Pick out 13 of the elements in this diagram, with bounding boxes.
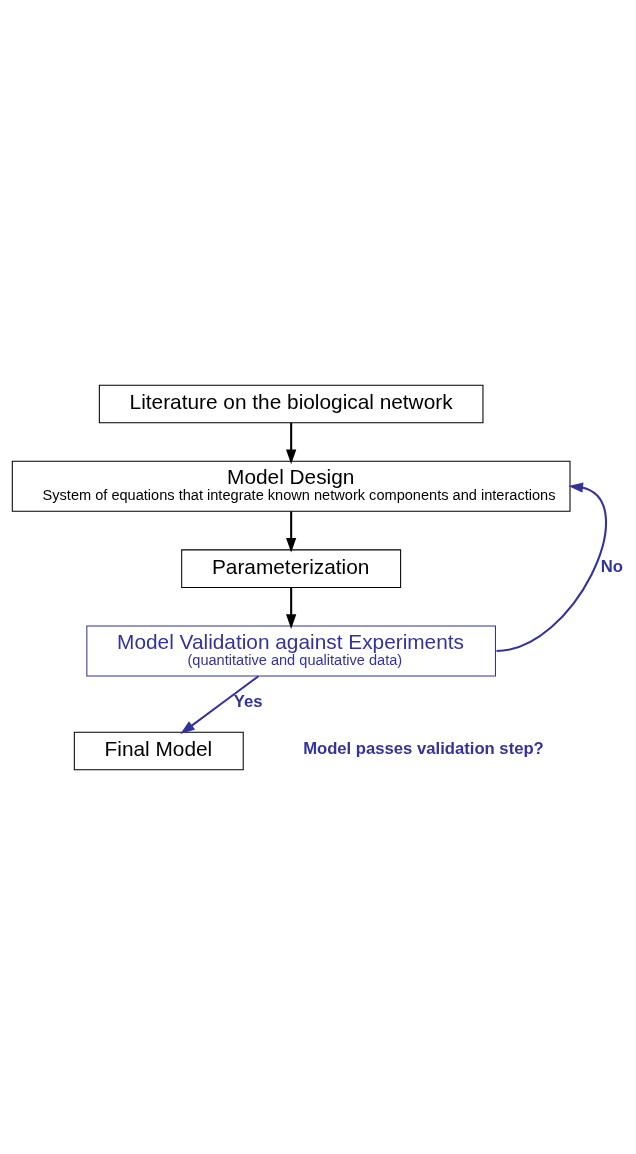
arrow <box>286 422 297 464</box>
arrow <box>286 587 297 629</box>
edge-label: No <box>600 556 623 576</box>
node-box: Model Validation against Experiments (quantitative and qualitative data) <box>86 624 496 677</box>
arrow <box>180 674 260 734</box>
arrow <box>286 510 297 553</box>
node-box: Final Model <box>73 731 244 770</box>
edge-label: Yes <box>233 691 263 711</box>
node-box: Literature on the biological network <box>98 384 484 423</box>
node-box: Model Design System of equations that integrate known network components and interactions <box>11 460 571 512</box>
node-box: Parameterization <box>181 548 402 588</box>
label: Model passes validation step? <box>303 738 544 758</box>
arrow <box>496 481 607 652</box>
